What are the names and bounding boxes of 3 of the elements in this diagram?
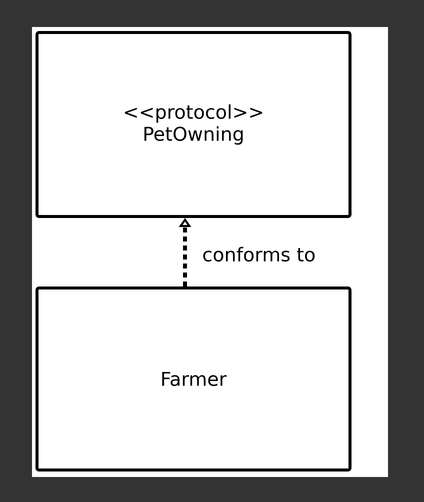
class-box: Farmer xyxy=(36,286,352,472)
edge-label: conforms to xyxy=(203,246,315,262)
class-box: <<protocol>> PetOwning xyxy=(36,31,352,218)
